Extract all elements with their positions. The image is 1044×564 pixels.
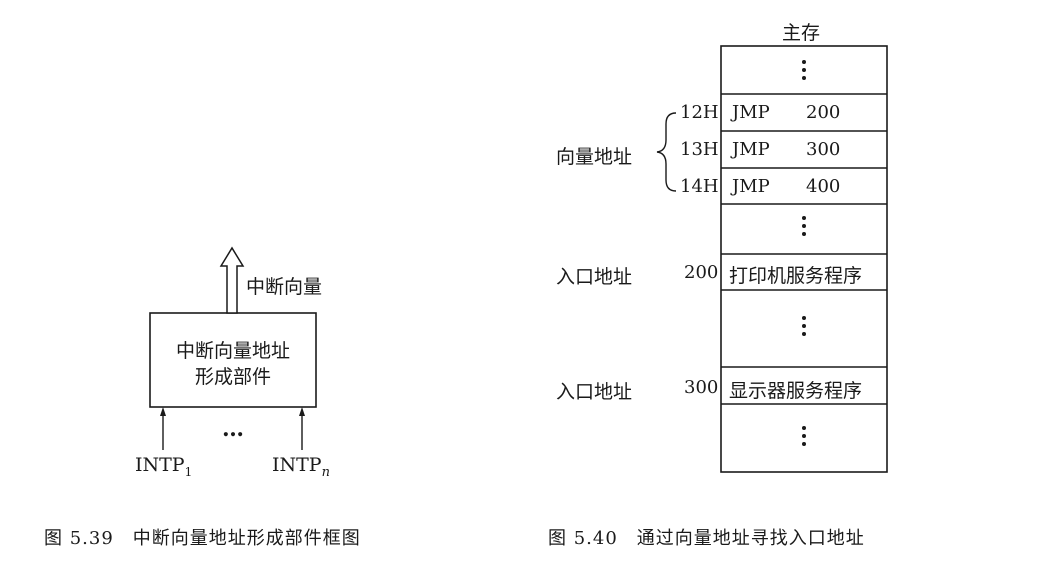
entry-address-300: 300 (684, 377, 719, 398)
vector-addr-13h: 13H (680, 139, 719, 160)
input-arrowhead-right (299, 407, 305, 416)
vector-address-label: 向量地址 (556, 146, 633, 168)
vector-op-12h: JMP (732, 102, 770, 123)
input-arrowhead-left (160, 407, 166, 416)
vector-addr-12h: 12H (680, 102, 719, 123)
vector-target-12h: 200 (806, 102, 841, 123)
memory-ellipsis-bottom (801, 426, 807, 450)
entry-address-label-1: 入口地址 (556, 266, 633, 288)
box-label-line2: 形成部件 (194, 366, 271, 388)
input-label-right: INTPn (272, 454, 330, 480)
vector-op-14h: JMP (732, 176, 770, 197)
vector-addr-14h: 14H (680, 176, 719, 197)
caption-fig-5-40: 图 5.40 通过向量地址寻找入口地址 (548, 528, 865, 549)
output-arrow (219, 246, 245, 314)
main-memory-column (720, 45, 888, 473)
memory-ellipsis-after-vectors (801, 216, 807, 240)
entry-address-200: 200 (684, 262, 719, 283)
vector-target-14h: 400 (806, 176, 841, 197)
printer-service-routine: 打印机服务程序 (729, 265, 863, 287)
inputs-ellipsis: … (222, 416, 244, 442)
vector-target-13h: 300 (806, 139, 841, 160)
caption-fig-5-39: 图 5.39 中断向量地址形成部件框图 (44, 528, 361, 549)
vector-op-13h: JMP (732, 139, 770, 160)
display-service-routine: 显示器服务程序 (729, 380, 863, 402)
input-label-left: INTP1 (135, 454, 193, 479)
vector-address-brace (656, 112, 677, 192)
entry-address-label-2: 入口地址 (556, 381, 633, 403)
main-memory-title: 主存 (782, 22, 821, 44)
output-label: 中断向量 (246, 276, 323, 298)
box-label-line1: 中断向量地址 (175, 340, 290, 362)
memory-ellipsis-top (801, 60, 807, 84)
memory-ellipsis-middle (801, 316, 807, 340)
